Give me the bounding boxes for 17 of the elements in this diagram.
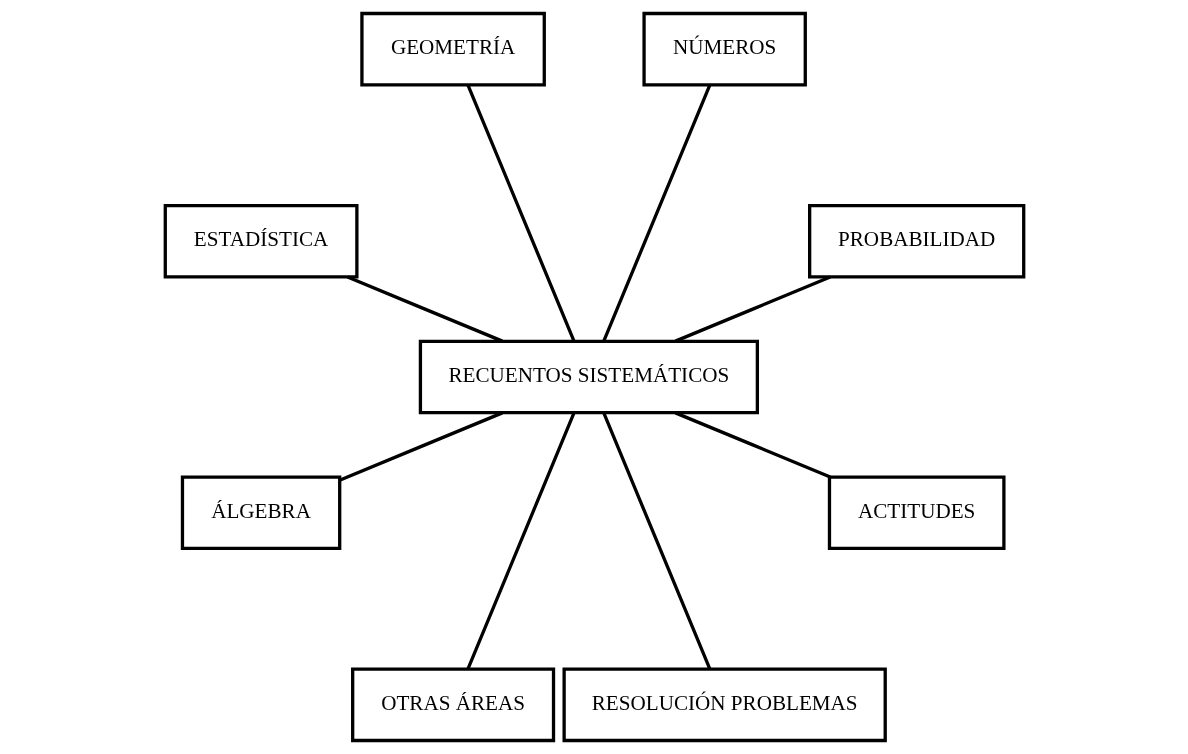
- connector: [674, 275, 831, 343]
- node-box: ÁLGEBRA: [180, 475, 341, 551]
- connector: [601, 412, 711, 670]
- node-box: NÚMEROS: [641, 11, 807, 87]
- connector: [601, 84, 711, 342]
- connector: [339, 411, 503, 482]
- node-box: ACTITUDES: [827, 475, 1006, 551]
- node-box: PROBABILIDAD: [807, 203, 1025, 279]
- connector: [346, 275, 503, 343]
- connector: [466, 412, 576, 670]
- connector: [466, 84, 576, 342]
- connector: [674, 411, 831, 479]
- node-box: OTRAS ÁREAS: [350, 667, 555, 743]
- node-box: RECUENTOS SISTEMÁTICOS: [418, 339, 759, 415]
- node-box: RESOLUCIÓN PROBLEMAS: [562, 667, 887, 743]
- node-box: ESTADÍSTICA: [163, 203, 359, 279]
- node-box: GEOMETRÍA: [359, 11, 546, 87]
